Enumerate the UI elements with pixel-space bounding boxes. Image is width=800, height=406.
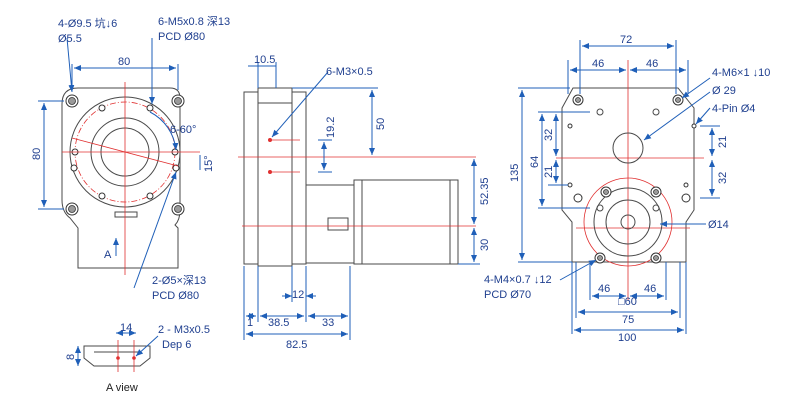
front-callout-pcd-top: PCD Ø80 (158, 31, 205, 43)
front-dim-width: 80 (118, 56, 130, 68)
side-dim-52-35: 52.35 (479, 177, 491, 205)
aview-dim-14: 14 (120, 322, 132, 334)
side-callout-m3: 6-M3×0.5 (326, 66, 373, 78)
side-view: 10.5 6-M3×0.5 19.2 50 52.35 30 12 1 38.5… (238, 54, 491, 351)
front-callout-csk: 4-Ø9.5 坑↓6 (58, 16, 117, 30)
rear-dim-100: 100 (618, 332, 636, 344)
rear-dim-32-left: 32 (543, 129, 555, 141)
side-dim-12: 12 (292, 289, 304, 301)
rear-dim-21-right: 21 (717, 136, 729, 148)
front-callout-pcd-bottom: PCD Ø80 (152, 290, 199, 302)
front-view-marker: A (104, 249, 112, 261)
side-dim-38-5: 38.5 (268, 317, 289, 329)
rear-callout-pcd70: PCD Ø70 (484, 289, 531, 301)
front-dim-height: 80 (31, 148, 43, 160)
rear-view: 72 46 46 4-M6×1 ↓10 Ø 29 4-Pin Ø4 135 64… (484, 34, 770, 344)
rear-dim-72: 72 (620, 34, 632, 46)
aview-callout-dep: Dep 6 (162, 339, 191, 351)
front-view: 4-Ø9.5 坑↓6 Ø5.5 6-M5x0.8 深13 PCD Ø80 80 … (31, 15, 230, 302)
rear-dim-square-60: □60 (618, 296, 637, 308)
side-dim-50: 50 (375, 118, 387, 130)
aview-dim-8: 8 (65, 354, 77, 360)
side-dim-30: 30 (479, 239, 491, 251)
rear-callout-pin: 4-Pin Ø4 (712, 103, 755, 115)
aview-callout-m3: 2 - M3x0.5 (158, 324, 210, 336)
side-dim-19-2: 19.2 (325, 117, 337, 138)
a-view: 14 8 2 - M3x0.5 Dep 6 A view (65, 322, 210, 394)
front-callout-pin: 2-Ø5×深13 (152, 274, 206, 287)
rear-dim-21-left: 21 (543, 166, 555, 178)
front-callout-d55: Ø5.5 (58, 33, 82, 45)
rear-callout-m4: 4-M4×0.7 ↓12 (484, 274, 552, 286)
rear-callout-d14: Ø14 (708, 219, 729, 231)
front-angle-15: 15° (203, 155, 215, 172)
aview-title: A view (106, 382, 138, 394)
rear-dim-46-left: 46 (592, 58, 604, 70)
rear-callout-d29: Ø 29 (712, 85, 736, 97)
rear-dim-64: 64 (529, 156, 541, 168)
side-dim-82-5: 82.5 (286, 339, 307, 351)
rear-dim-46-bottom-right: 46 (644, 283, 656, 295)
front-angle-60: 6-60° (170, 124, 196, 136)
rear-dim-46-bottom-left: 46 (598, 283, 610, 295)
side-dim-1: 1 (247, 317, 253, 329)
side-dim-10-5: 10.5 (254, 54, 275, 66)
rear-dim-46-right: 46 (646, 58, 658, 70)
rear-dim-135: 135 (509, 164, 521, 182)
rear-dim-32-right: 32 (717, 172, 729, 184)
front-callout-m5: 6-M5x0.8 深13 (158, 15, 230, 28)
rear-dim-75: 75 (622, 314, 634, 326)
rear-callout-m6: 4-M6×1 ↓10 (712, 67, 770, 79)
side-dim-33: 33 (322, 317, 334, 329)
